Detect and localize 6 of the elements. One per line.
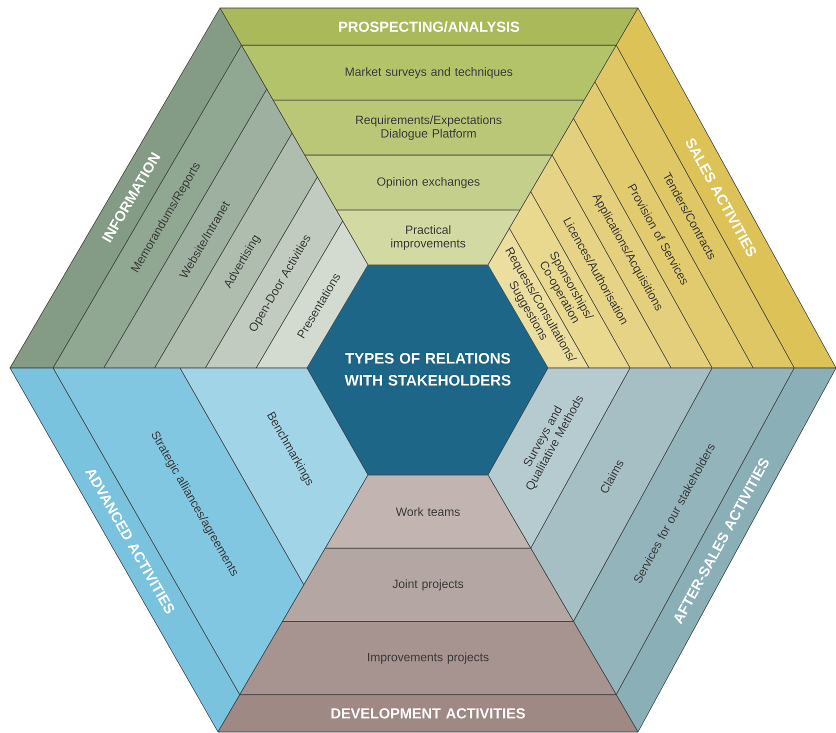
activity-band: Market surveys and techniques [241,44,617,101]
activity-band: Joint projects [282,548,574,622]
sector-heading-band: DEVELOPMENT ACTIVITIES [218,694,638,732]
activity-band: Improvements projects [239,621,617,696]
activity-band: Opinion exchanges [304,154,552,210]
sector-heading-band: PROSPECTING/ANALYSIS [220,8,638,46]
